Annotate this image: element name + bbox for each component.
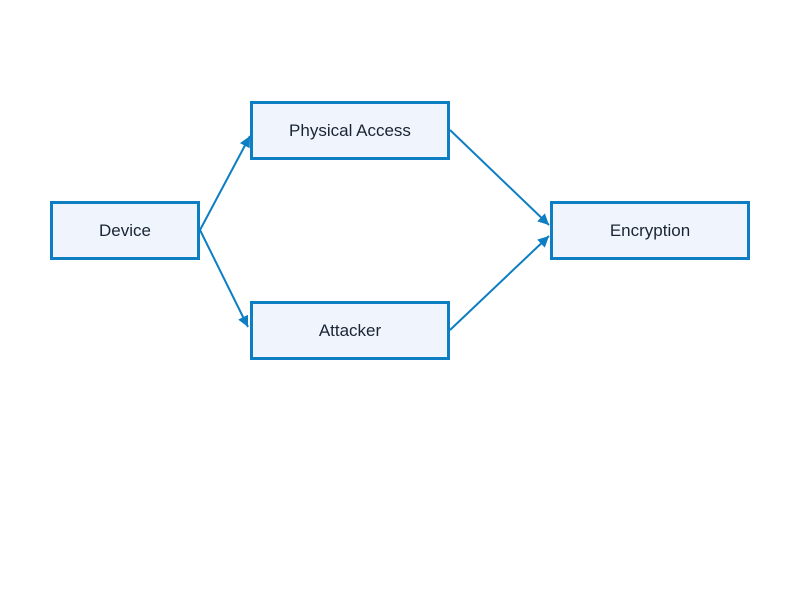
edge-device-to-attacker — [199, 229, 249, 328]
node-device-label: Device — [99, 220, 151, 240]
node-device: Device — [50, 201, 200, 260]
node-encryption-label: Encryption — [609, 220, 691, 240]
node-encryption: Encryption — [550, 201, 750, 260]
edge-device-to-physical-access — [199, 135, 251, 231]
edge-attacker-to-encryption — [449, 235, 550, 331]
node-attacker-label: Attacker — [318, 320, 382, 340]
node-physical-access: Physical Access — [250, 101, 450, 160]
node-physical-access-label: Physical Access — [289, 120, 411, 140]
node-attacker: Attacker — [250, 301, 450, 360]
edge-physical-access-to-encryption — [449, 129, 550, 226]
